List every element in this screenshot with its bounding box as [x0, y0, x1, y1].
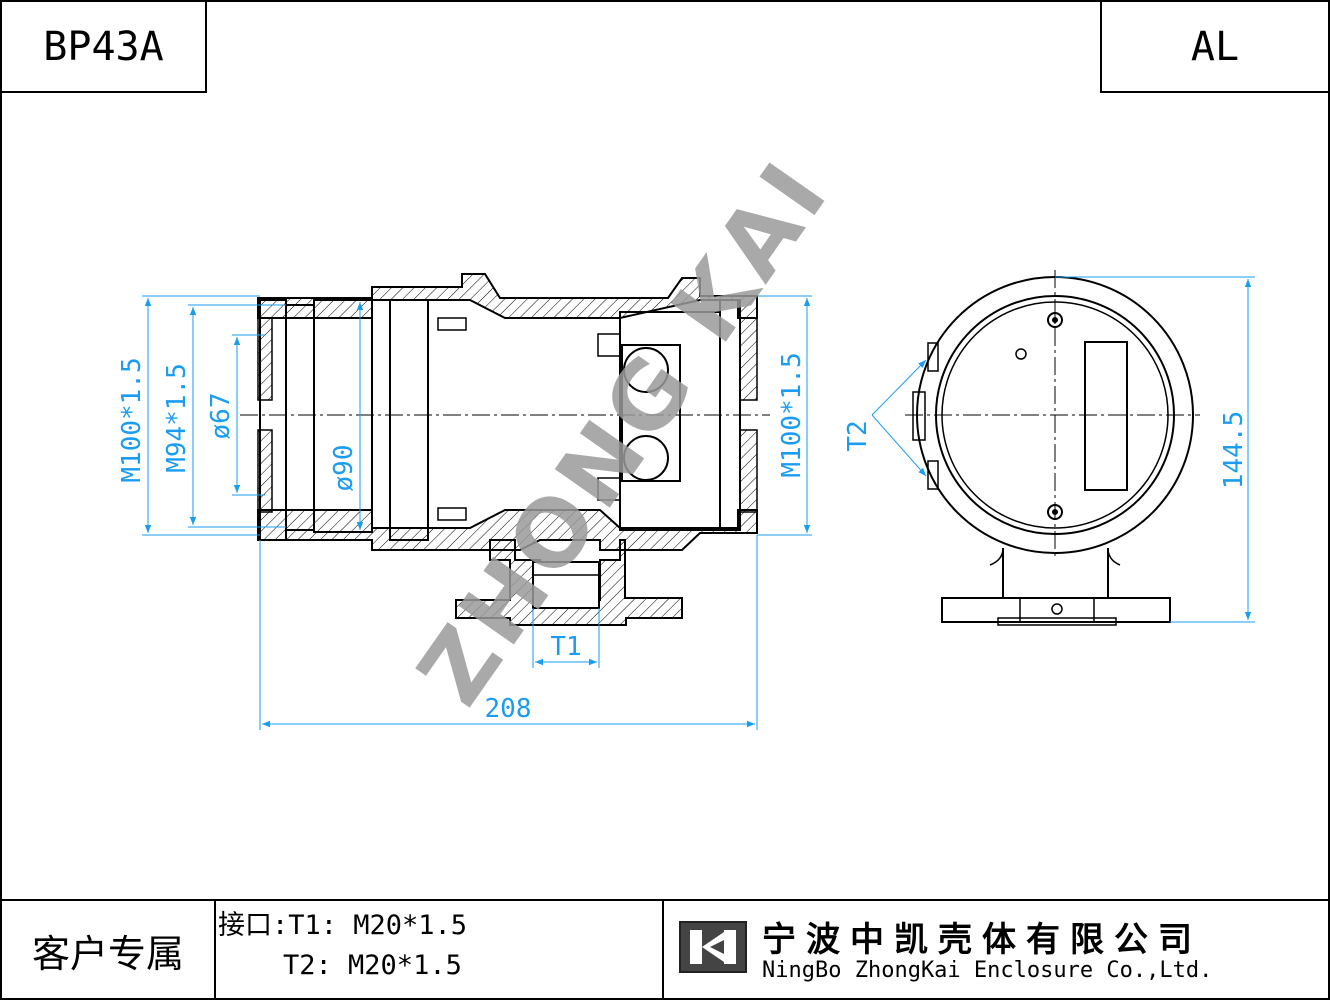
client-label: 客户专属 [31, 931, 184, 976]
t2-boss-upper [927, 342, 939, 372]
front-view [905, 270, 1200, 626]
t1-port-bore [532, 561, 600, 609]
label-144-5: 144.5 [1219, 411, 1249, 489]
neck [1002, 548, 1109, 598]
port-spec-t2: T2: M20*1.5 [218, 950, 462, 981]
mounting-base [941, 597, 1171, 623]
gland-upper [623, 347, 669, 393]
label-t1: T1 [550, 632, 581, 662]
company-logo [679, 921, 747, 973]
label-m100-right: M100*1.5 [777, 352, 807, 477]
indicator-dot [1015, 348, 1027, 360]
material-code: AL [1190, 23, 1240, 70]
base-screw [1051, 603, 1063, 615]
display-window [1084, 341, 1128, 491]
company-name-en: NingBo ZhongKai Enclosure Co.,Ltd. [762, 958, 1213, 983]
dimension-texts: M100*1.5 M94*1.5 ø67 ø90 M100*1.5 T1 T2 … [117, 352, 1249, 724]
port-spec-t1: 接口:T1: M20*1.5 [218, 910, 468, 941]
leader-t2-lower [871, 414, 927, 477]
t2-boss [912, 391, 926, 441]
label-t2: T2 [843, 420, 873, 451]
leader-t2-upper [871, 359, 927, 416]
label-208: 208 [485, 694, 532, 724]
label-d90: ø90 [329, 445, 359, 492]
label-m94: M94*1.5 [162, 363, 192, 473]
t2-boss-lower [927, 460, 939, 490]
port-spec: 接口:T1: M20*1.5 T2: M20*1.5 [218, 906, 467, 986]
gland-lower [623, 435, 669, 481]
label-m100-left: M100*1.5 [117, 357, 147, 482]
dimension-lines [142, 276, 1255, 730]
company-name-cn: 宁波中凯壳体有限公司 [762, 920, 1202, 960]
label-d67: ø67 [206, 393, 236, 440]
client-box: 客户专属 [0, 900, 216, 1000]
model-number: BP43A [43, 23, 164, 70]
terminal-block [621, 344, 681, 482]
